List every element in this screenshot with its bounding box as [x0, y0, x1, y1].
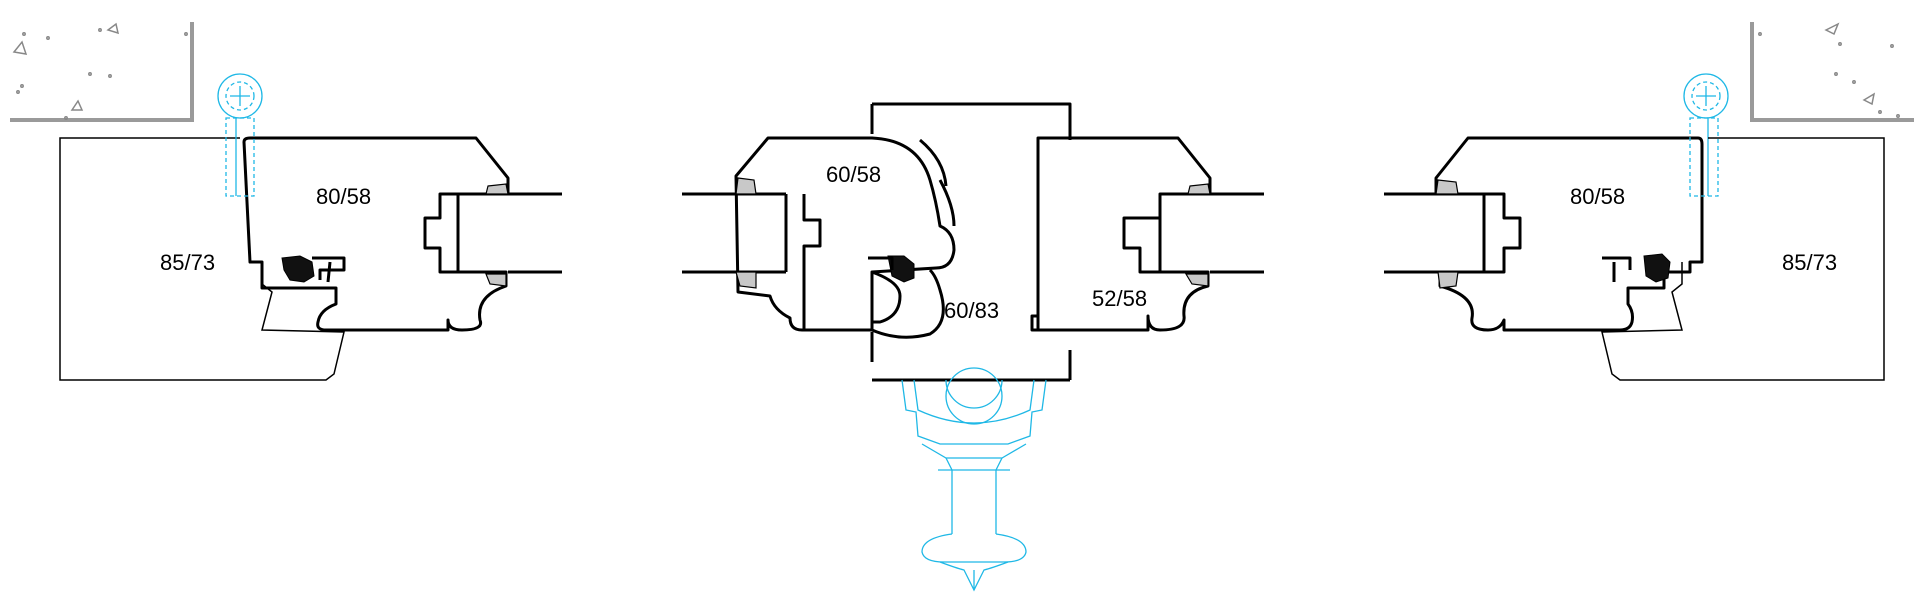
hinge-icon	[217, 73, 263, 197]
right-frame	[1601, 137, 1885, 381]
center-post	[870, 102, 1072, 382]
center-right-sash	[1030, 136, 1264, 332]
right-sash	[1384, 136, 1704, 332]
right-frame-label: 85/73	[1782, 250, 1837, 275]
center-left-sash	[682, 136, 956, 332]
left-sash	[242, 136, 562, 332]
center-left-sash-label: 60/58	[826, 162, 881, 187]
right-wall	[1750, 22, 1914, 122]
hinge-icon	[1683, 73, 1729, 197]
left-sash-label: 80/58	[316, 184, 371, 209]
handle-icon	[901, 367, 1047, 592]
right-sash-label: 80/58	[1570, 184, 1625, 209]
left-frame-label: 85/73	[160, 250, 215, 275]
center-post-label: 60/83	[944, 298, 999, 323]
center-right-sash-label: 52/58	[1092, 286, 1147, 311]
left-wall	[10, 22, 194, 122]
